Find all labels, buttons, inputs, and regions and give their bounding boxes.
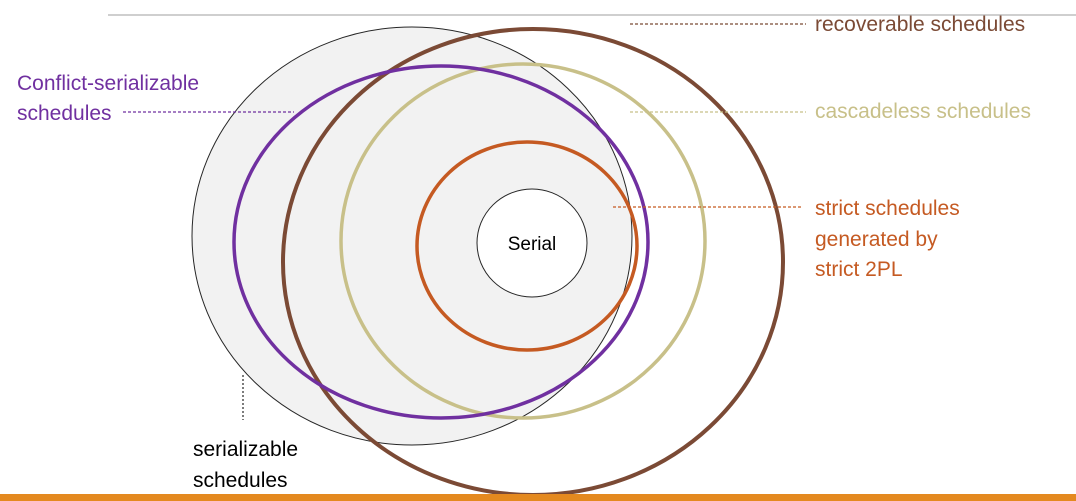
conflict-serializable-schedules-set	[232, 64, 650, 420]
conflict-serializable-label-line1: Conflict-serializable	[17, 72, 199, 95]
strict-schedules-label-line2: generated by	[815, 228, 938, 251]
conflict-serializable-label-line2: schedules	[17, 102, 112, 125]
cascadeless-schedules-set	[339, 62, 707, 420]
recoverable-schedules-label: recoverable schedules	[815, 13, 1025, 36]
strict-schedules-set	[415, 140, 639, 352]
cascadeless-schedules-label: cascadeless schedules	[815, 100, 1031, 123]
serial-schedules-set	[476, 188, 588, 298]
serial-schedules-label: Serial	[508, 234, 557, 255]
serializable-schedules-set	[191, 26, 633, 446]
serializable-schedules-label-line2: schedules	[193, 469, 288, 492]
strict-schedules-label-line3: strict 2PL	[815, 258, 903, 281]
serializable-schedules-label-line1: serializable	[193, 438, 298, 461]
bottom-accent-bar	[0, 494, 1076, 501]
strict-schedules-label-line1: strict schedules	[815, 197, 960, 220]
